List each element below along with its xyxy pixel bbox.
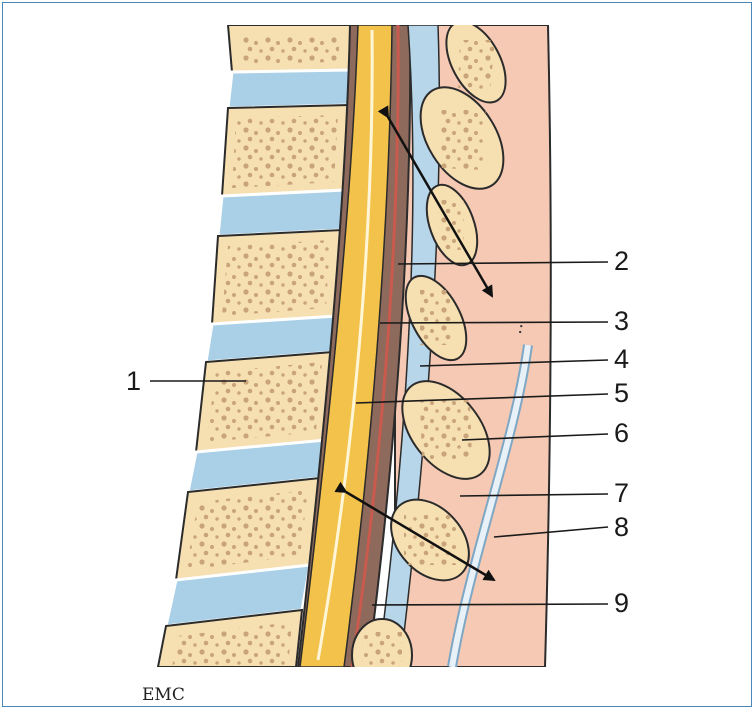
label-4: 4 [614,344,629,374]
label-9: 9 [614,588,629,618]
label-3: 3 [614,306,629,336]
emc-watermark: EMC [142,685,185,705]
leader-3 [380,322,608,323]
label-7: 7 [614,478,629,508]
anatomy-illustration [158,12,551,691]
label-8: 8 [614,512,629,542]
label-6: 6 [614,418,629,448]
label-1: 1 [126,366,141,396]
label-2: 2 [614,246,629,276]
label-5: 5 [614,378,629,408]
intervertebral-disc-1 [228,70,350,108]
intervertebral-disc-2 [218,190,345,236]
leader-9 [372,604,608,605]
